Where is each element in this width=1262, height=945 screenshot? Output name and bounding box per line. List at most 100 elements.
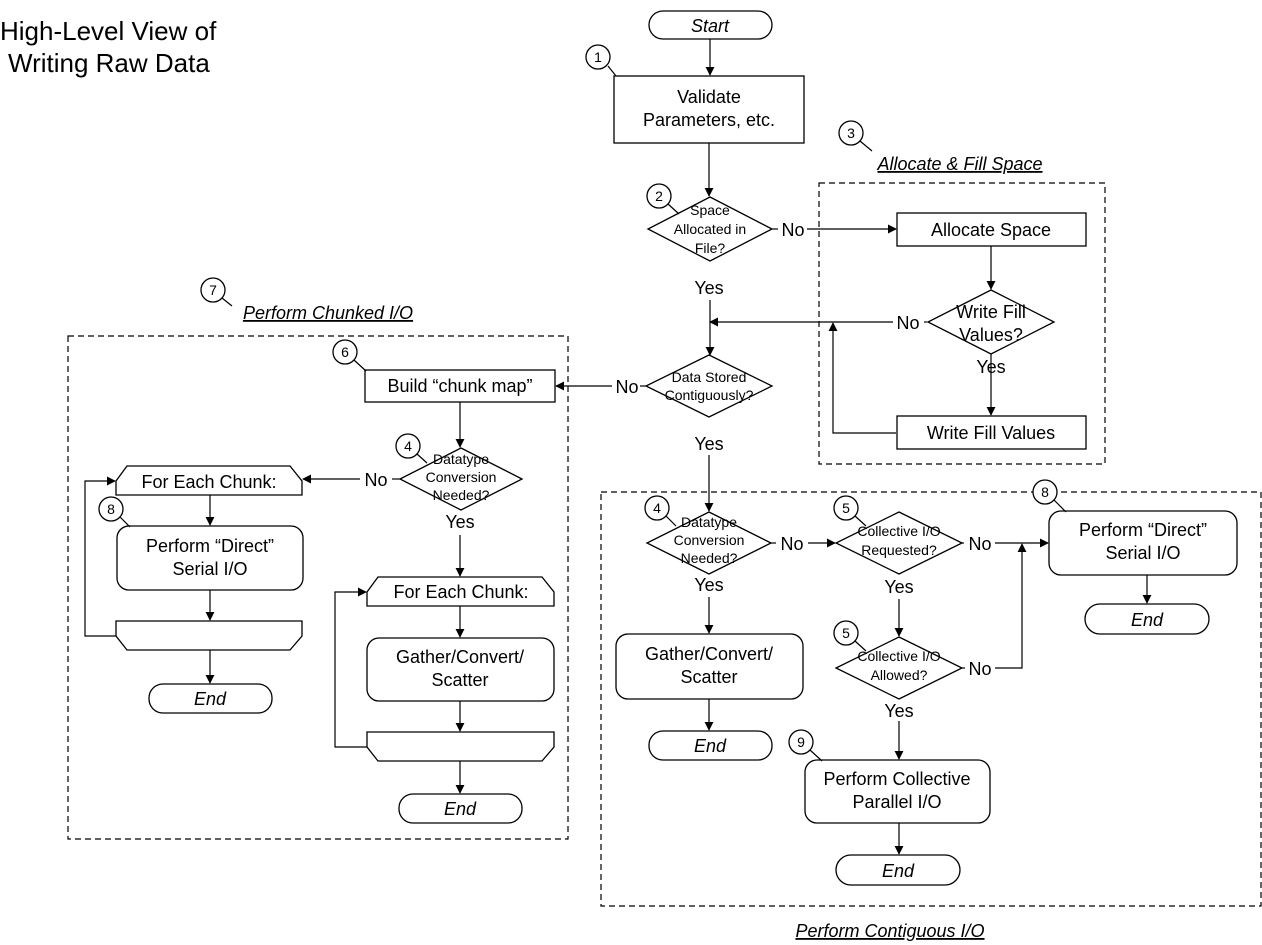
edge-loop2-back — [334, 587, 367, 748]
validate-line-2: Parameters, etc. — [643, 110, 775, 130]
step-number: 8 — [107, 501, 115, 517]
coll-requested-line-2: Requested? — [861, 542, 937, 558]
step-number: 3 — [847, 125, 855, 141]
start-label: Start — [691, 16, 730, 36]
for-each-chunk-2-label: For Each Chunk: — [393, 582, 528, 602]
collective-io-requested-decision — [834, 511, 964, 575]
step-callout-1: 1 — [585, 44, 617, 77]
edge-label-no: No — [615, 377, 638, 397]
edge-write-loopback — [828, 322, 896, 434]
right-dt-line-2: Conversion — [674, 532, 745, 548]
validate-parameters-box — [613, 75, 805, 144]
edge-label-yes: Yes — [694, 434, 723, 454]
right-datatype-conversion-decision — [645, 511, 773, 575]
step-number: 6 — [341, 344, 349, 360]
chunked-io-group-label: Perform Chunked I/O — [243, 303, 413, 323]
data-contig-line-1: Data Stored — [672, 369, 747, 385]
contiguous-io-group-label: Perform Contiguous I/O — [795, 921, 984, 941]
write-fill-q-line-2: Values? — [959, 325, 1023, 345]
step-number: 9 — [797, 734, 805, 750]
edge-label-yes: Yes — [884, 701, 913, 721]
left-dt-line-3: Needed? — [433, 487, 490, 503]
edge-label-yes: Yes — [694, 575, 723, 595]
diagram-title-line-2: Writing Raw Data — [8, 48, 210, 78]
edge-loop1-back — [84, 476, 116, 637]
coll-requested-line-1: Collective I/O — [857, 523, 940, 539]
for-each-chunk-loop-end-2 — [366, 731, 555, 762]
right-gather-line-2: Scatter — [680, 667, 737, 687]
step-callout-2: 2 — [646, 183, 680, 215]
edge-label-no: No — [364, 470, 387, 490]
edge-label-no: No — [781, 220, 804, 240]
edge-allowed-no-to-direct — [995, 543, 1027, 669]
for-each-chunk-loop-start-1 — [115, 465, 303, 496]
left-end-2-label: End — [444, 799, 477, 819]
edge-label-yes: Yes — [976, 357, 1005, 377]
right-end-3-label: End — [882, 861, 915, 881]
step-callout-5-allowed: 5 — [833, 620, 867, 652]
left-dt-line-1: Datatype — [433, 451, 489, 467]
edge-label-yes: Yes — [445, 512, 474, 532]
step-callout-9: 9 — [788, 729, 823, 762]
coll-allowed-line-1: Collective I/O — [857, 648, 940, 664]
data-contig-line-2: Contiguously? — [665, 387, 754, 403]
left-end-terminal-1 — [148, 683, 273, 714]
right-end-1-label: End — [694, 736, 727, 756]
right-dt-line-3: Needed? — [681, 550, 738, 566]
step-number: 2 — [655, 188, 663, 204]
step-callout-8-right: 8 — [1032, 479, 1067, 513]
write-fill-values-box — [896, 415, 1087, 450]
step-number: 1 — [594, 49, 602, 65]
right-end-2-label: End — [1131, 610, 1164, 630]
space-allocated-decision — [646, 196, 774, 262]
step-callout-8-left: 8 — [98, 496, 131, 528]
coll-allowed-line-2: Allowed? — [871, 667, 928, 683]
space-allocated-line-2: Allocated in — [674, 221, 746, 237]
write-fill-q-line-1: Write Fill — [956, 302, 1026, 322]
step-callout-7: 7 — [200, 277, 233, 307]
chunked-io-group — [67, 335, 569, 840]
allocate-fill-group-label: Allocate & Fill Space — [876, 154, 1042, 174]
right-dt-line-1: Datatype — [681, 514, 737, 530]
left-datatype-conversion-decision — [398, 447, 524, 511]
coll-parallel-line-2: Parallel I/O — [852, 792, 941, 812]
right-end-terminal-3 — [835, 854, 961, 886]
step-number: 5 — [842, 500, 850, 516]
step-callout-6: 6 — [332, 339, 367, 372]
step-number: 8 — [1041, 484, 1049, 500]
collective-parallel-io-box — [804, 759, 991, 824]
edge-label-no: No — [968, 659, 991, 679]
right-direct-serial-line-2: Serial I/O — [1105, 543, 1180, 563]
collective-io-allowed-decision — [834, 636, 964, 700]
step-number: 4 — [653, 500, 661, 516]
edge-label-yes: Yes — [694, 278, 723, 298]
right-direct-serial-io-box — [1048, 510, 1238, 576]
validate-line-1: Validate — [677, 87, 741, 107]
step-number: 5 — [842, 625, 850, 641]
left-gather-line-1: Gather/Convert/ — [396, 647, 524, 667]
left-direct-serial-line-2: Serial I/O — [172, 559, 247, 579]
edge-label-no: No — [968, 534, 991, 554]
allocate-fill-group — [818, 182, 1106, 465]
for-each-chunk-loop-end-1 — [115, 620, 303, 651]
left-direct-serial-line-1: Perform “Direct” — [146, 536, 274, 556]
step-callout-4-right: 4 — [644, 495, 677, 527]
for-each-chunk-1-label: For Each Chunk: — [141, 472, 276, 492]
edge-label-no: No — [896, 313, 919, 333]
step-callout-3: 3 — [838, 120, 873, 152]
right-direct-serial-line-1: Perform “Direct” — [1079, 520, 1207, 540]
right-gather-line-1: Gather/Convert/ — [645, 644, 773, 664]
coll-parallel-line-1: Perform Collective — [823, 769, 970, 789]
right-end-terminal-2 — [1084, 603, 1210, 635]
space-allocated-line-3: File? — [695, 240, 726, 256]
data-contiguous-decision — [644, 354, 774, 418]
step-number: 7 — [209, 282, 217, 298]
left-end-1-label: End — [194, 689, 227, 709]
step-callout-5-requested: 5 — [833, 495, 867, 527]
build-chunk-map-label: Build “chunk map” — [387, 376, 532, 396]
left-gather-line-2: Scatter — [431, 670, 488, 690]
write-fill-values-label: Write Fill Values — [927, 423, 1055, 443]
for-each-chunk-loop-start-2 — [366, 576, 555, 607]
right-end-terminal-1 — [648, 730, 773, 761]
